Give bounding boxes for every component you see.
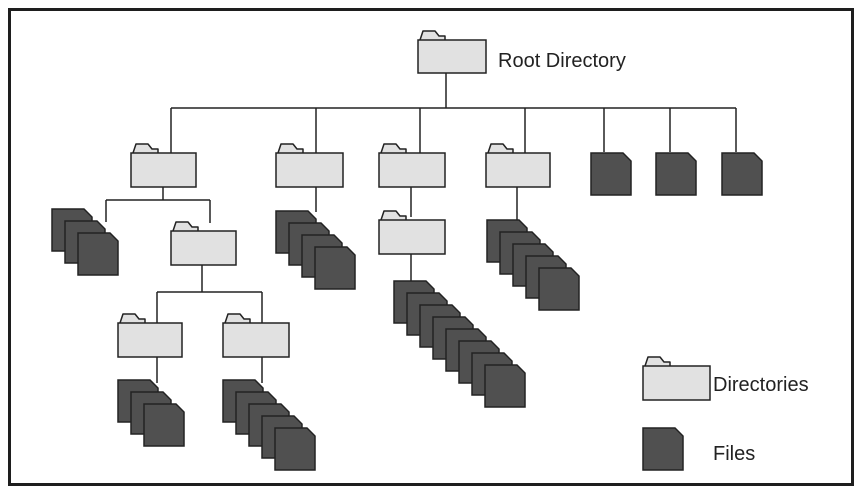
directory-folder-icon	[378, 143, 446, 188]
file-icon	[77, 232, 119, 276]
legend-directories-label: Directories	[713, 374, 809, 396]
root-file-icon	[590, 152, 632, 196]
file-icon	[274, 427, 316, 471]
root-folder-icon	[417, 30, 487, 74]
connector-lines	[105, 73, 737, 383]
subdirectory-folder-icon	[170, 221, 237, 266]
file-icon	[538, 267, 580, 311]
legend-files-label: Files	[713, 443, 755, 465]
directory-folder-icon	[275, 143, 344, 188]
subdirectory-folder-icon	[222, 313, 290, 358]
tree-icons	[51, 30, 763, 471]
subdirectory-folder-icon	[378, 210, 446, 255]
legend-folder-icon	[642, 356, 711, 401]
directory-folder-icon	[130, 143, 197, 188]
root-directory-label: Root Directory	[498, 50, 626, 72]
root-file-icon	[721, 152, 763, 196]
legend-file-icon	[642, 427, 684, 471]
subdirectory-folder-icon	[117, 313, 183, 358]
file-icon	[314, 246, 356, 290]
root-file-icon	[655, 152, 697, 196]
file-icon	[143, 403, 185, 447]
directory-folder-icon	[485, 143, 551, 188]
file-icon	[484, 364, 526, 408]
